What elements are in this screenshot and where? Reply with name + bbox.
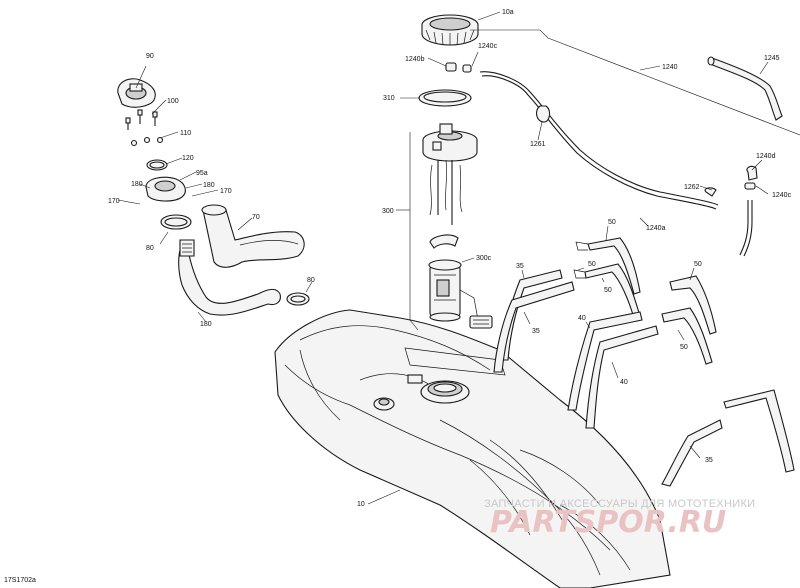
callout-label: 1262 (684, 184, 700, 191)
callout-label: 180 (131, 181, 143, 188)
callout-label: 35 (532, 328, 540, 335)
callout-label: 10a (502, 9, 514, 16)
callout-labels: 90 100 110 120 95a 180 180 170 170 70 80… (108, 9, 792, 508)
callout-label: 310 (383, 95, 395, 102)
callout-label: 35 (516, 263, 524, 270)
watermark: ЗАПЧАСТИ И АКСЕССУАРЫ ДЛЯ МОТОТЕХНИКИ PA… (484, 498, 755, 540)
callout-label: 95a (196, 170, 208, 177)
figure-id: 17S1702a (4, 577, 36, 584)
callout-label: 1245 (764, 55, 780, 62)
callout-label: 300c (476, 255, 492, 262)
callout-label: 180 (200, 321, 212, 328)
callout-label: 40 (578, 315, 586, 322)
callout-label: 70 (252, 214, 260, 221)
vent-hoses (445, 56, 783, 257)
callout-label: 180 (203, 182, 215, 189)
callout-label: 1240b (405, 56, 425, 63)
callout-label: 1240 (662, 64, 678, 71)
callout-label: 170 (108, 198, 120, 205)
callout-label: 10 (357, 501, 365, 508)
tank-cap-ring (421, 14, 479, 46)
leader-lines (117, 11, 800, 505)
callout-label: 50 (608, 219, 616, 226)
callout-label: 50 (588, 261, 596, 268)
callout-label: 110 (180, 130, 191, 137)
callout-label: 1240d (756, 153, 776, 160)
callout-label: 1261 (530, 141, 546, 148)
fuel-tank (274, 309, 671, 588)
tank-straps (493, 237, 795, 487)
callout-label: 50 (694, 261, 702, 268)
callout-label: 40 (620, 379, 628, 386)
watermark-logo: PARTSPOR.RU (490, 505, 726, 540)
callout-label: 100 (167, 98, 179, 105)
callout-label: 120 (182, 155, 194, 162)
callout-label: 300 (382, 208, 394, 215)
callout-label: 1240c (478, 43, 498, 50)
callout-label: 80 (307, 277, 315, 284)
callout-label: 1240c (772, 192, 792, 199)
callout-label: 50 (604, 287, 612, 294)
callout-label: 80 (146, 245, 154, 252)
callout-label: 35 (705, 457, 713, 464)
filler-neck-components (117, 78, 310, 316)
callout-label: 90 (146, 53, 154, 60)
callout-label: 50 (680, 344, 688, 351)
watermark-tagline: ЗАПЧАСТИ И АКСЕССУАРЫ ДЛЯ МОТОТЕХНИКИ (484, 498, 755, 510)
callout-label: 1240a (646, 225, 666, 232)
fuel-pump-assembly (418, 89, 493, 329)
callout-label: 170 (220, 188, 232, 195)
